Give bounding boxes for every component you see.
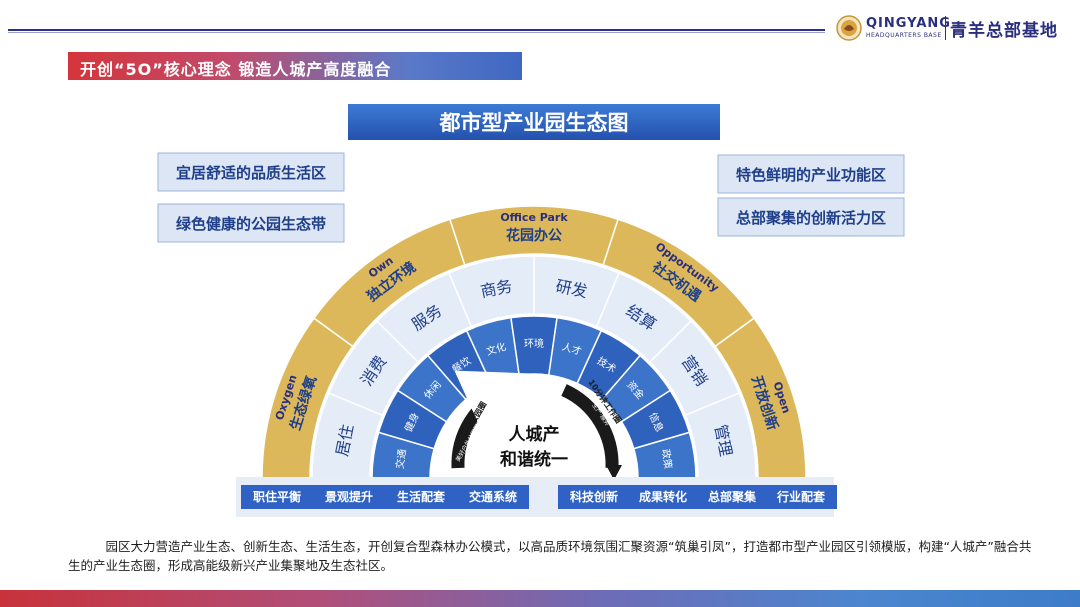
bottom-right-tag-box [696, 485, 768, 509]
header-rule-thin [8, 32, 825, 33]
body-paragraph: 园区大力营造产业生态、创新生态、生活生态，开创复合型森林办公模式，以高品质环境氛… [68, 539, 1032, 573]
inner-ring-label: 交通 [393, 448, 409, 470]
bottom-left-tag-box [385, 485, 457, 509]
left-boxes: 宜居舒适的品质生活区 绿色健康的公园生态带 [157, 152, 345, 243]
right-boxes: 特色鲜明的产业功能区 总部聚集的创新活力区 [717, 154, 905, 237]
brand-name-en: QINGYANG [866, 16, 951, 31]
inner-ring-label: 环境 [524, 337, 544, 350]
bottom-left-tag: 交通系统 [469, 489, 517, 504]
brand-subtitle: HEADQUARTERS BASE [866, 32, 942, 39]
left-box-2: 绿色健康的公园生态带 [176, 215, 326, 233]
right-box-2: 总部聚集的创新活力区 [736, 209, 886, 227]
bottom-left-tag-box [313, 485, 385, 509]
left-box-1: 宜居舒适的品质生活区 [176, 164, 326, 182]
banner-title: 开创“5O”核心理念 锻造人城产高度融合 [80, 60, 392, 79]
brand-divider [945, 16, 946, 40]
outer-ring-label-cn: 花园办公 [506, 227, 562, 244]
outer-ring-label-en: Office Park [500, 211, 568, 224]
header-rule [8, 29, 825, 31]
center-text-line1: 人城产 [509, 424, 560, 445]
bottom-left-tag: 职住平衡 [253, 489, 301, 504]
bottom-right-tag: 成果转化 [639, 489, 687, 504]
bottom-tags: 职住平衡 景观提升 生活配套 交通系统 科技创新 成果转化 总部聚集 行业配套 [241, 485, 837, 509]
diagram-title-box [348, 104, 720, 140]
bottom-left-tag-box [241, 485, 313, 509]
bottom-right-tag-box [558, 485, 630, 509]
brand-name-cn: 青羊总部基地 [950, 21, 1058, 41]
right-box-1: 特色鲜明的产业功能区 [736, 166, 886, 184]
bottom-right-tag: 总部聚集 [708, 489, 757, 504]
bottom-right-tag: 行业配套 [776, 489, 826, 504]
inner-ring-label: 政策 [659, 448, 675, 470]
bottom-right-tag: 科技创新 [570, 489, 618, 504]
bottom-left-tag: 生活配套 [397, 489, 446, 504]
bottom-right-tag-box [765, 485, 837, 509]
bottom-left-tag: 景观提升 [325, 489, 373, 504]
brand-logo-icon [836, 15, 862, 41]
section-banner: 开创“5O”核心理念 锻造人城产高度融合 [68, 52, 522, 80]
center-text-line2: 和谐统一 [500, 449, 568, 470]
bottom-right-tag-box [627, 485, 699, 509]
diagram-title: 都市型产业园生态图 [439, 111, 629, 135]
footer-bar [0, 590, 1080, 607]
bottom-left-tag-box [457, 485, 529, 509]
